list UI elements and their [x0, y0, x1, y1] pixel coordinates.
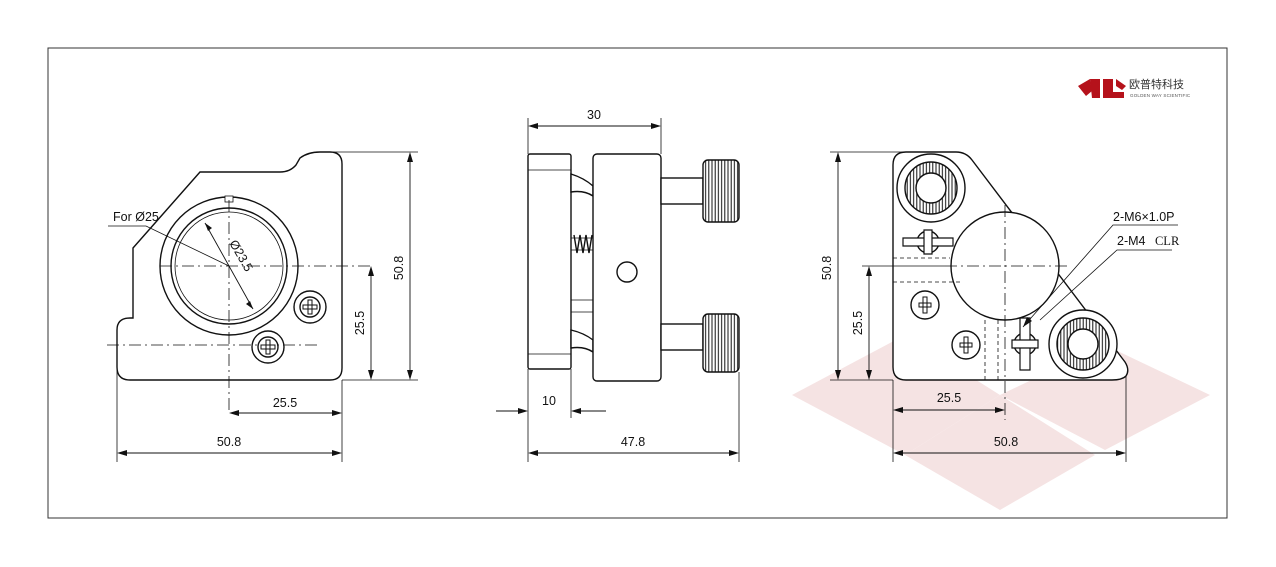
threaded-hole-icon — [1011, 317, 1039, 371]
clearance-callout-type: CLR — [1155, 234, 1180, 248]
rear-width-total-label: 50.8 — [994, 435, 1018, 449]
brand-logo: 欧普特科技 GOLDEN WAY SCIENTIFIC — [1078, 77, 1191, 98]
side-total-depth-label: 47.8 — [621, 435, 645, 449]
clearance-callout-size: 2-M4 — [1117, 234, 1146, 248]
front-height-center-label: 25.5 — [353, 311, 367, 335]
rear-height-center-label: 25.5 — [851, 311, 865, 335]
side-view: 30 10 47.8 — [496, 108, 740, 462]
adjuster-knob-icon — [660, 159, 740, 223]
front-width-center-label: 25.5 — [273, 396, 297, 410]
adjuster-knob-icon — [896, 153, 966, 223]
adjuster-knob-icon — [1048, 309, 1118, 379]
front-view: For Ø25 Ø23.5 50.8 25.5 25.5 50.8 — [107, 151, 418, 462]
clearance-callout: 2-M4 CLR — [1117, 234, 1180, 248]
rear-height-total-label: 50.8 — [820, 256, 834, 280]
side-plate-thickness-label: 10 — [542, 394, 556, 408]
screw-icon — [251, 330, 285, 364]
thread-callout: 2-M6×1.0P — [1113, 210, 1175, 224]
front-plate — [527, 153, 572, 370]
threaded-hole-icon — [902, 229, 954, 255]
rear-view: 2-M6×1.0P 2-M4 CLR 50.8 25.5 25.5 50.8 — [820, 151, 1180, 462]
logo-mark-icon — [1078, 79, 1126, 98]
screw-icon — [951, 330, 981, 360]
brand-name-cn: 欧普特科技 — [1129, 77, 1184, 91]
optic-size-note: For Ø25 — [113, 210, 159, 224]
screw-icon — [910, 290, 940, 320]
screw-icon — [293, 290, 327, 324]
mounting-hole — [616, 261, 638, 283]
brand-name-en: GOLDEN WAY SCIENTIFIC — [1130, 93, 1191, 98]
side-body-depth-label: 30 — [587, 108, 601, 122]
spring-icon — [571, 234, 593, 254]
front-width-total-label: 50.8 — [217, 435, 241, 449]
front-height-total-label: 50.8 — [392, 256, 406, 280]
rear-width-center-label: 25.5 — [937, 391, 961, 405]
adjuster-knob-icon — [660, 313, 740, 373]
